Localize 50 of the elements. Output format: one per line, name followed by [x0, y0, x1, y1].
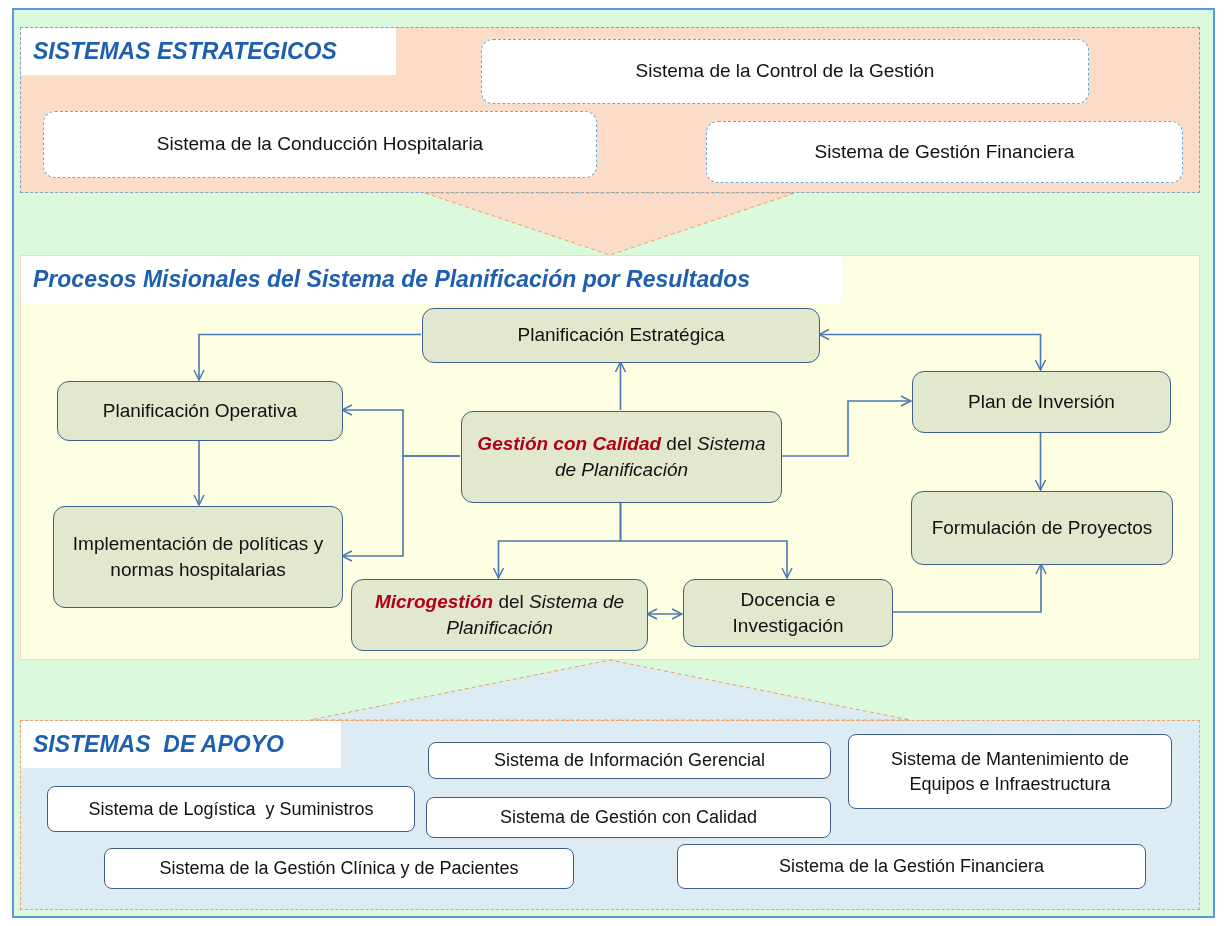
system-box: [426, 797, 831, 838]
arrow: [341, 455, 461, 562]
box-label: Sistema de Mantenimiento de Equipos e Infraestructura: [889, 747, 1131, 796]
process-box: [422, 308, 820, 363]
box-label: Microgestión del Sistema de Planificación: [373, 589, 626, 640]
arrow: [780, 395, 912, 457]
section-heading: Procesos Misionales del Sistema de Planificación por Resultados: [21, 256, 841, 303]
arrow: [1034, 431, 1047, 491]
system-box: [43, 111, 597, 178]
process-box: [351, 579, 648, 651]
system-box: [848, 734, 1172, 809]
box-label: Gestión con Calidad del Sistema de Planificación: [476, 431, 767, 482]
box-label: Docencia e Investigación: [731, 587, 845, 638]
process-box: [57, 381, 343, 441]
box-label: Sistema de la Conducción Hospitalaria: [156, 132, 484, 157]
box-label: Sistema de Gestión Financiera: [814, 139, 1075, 164]
box-label: Sistema de Información Gerencial: [493, 749, 766, 773]
process-box: [912, 371, 1171, 433]
section-band: [20, 255, 1200, 660]
system-box: [706, 121, 1183, 183]
system-box: [677, 844, 1146, 889]
process-box: [911, 491, 1173, 565]
process-box: [461, 411, 782, 503]
box-label: Implementación de políticas y normas hospitalarias: [71, 531, 325, 582]
section-heading: SISTEMAS ESTRATEGICOS: [21, 28, 396, 75]
arrow: [193, 333, 422, 381]
box-label: Sistema de la Control de la Gestión: [635, 59, 935, 84]
box-label: Sistema de la Gestión Clínica y de Pacientes: [159, 857, 519, 881]
section-heading: SISTEMAS DE APOYO: [21, 721, 341, 768]
system-box: [481, 39, 1089, 104]
system-box: [47, 786, 415, 832]
box-label: Sistema de Gestión con Calidad: [499, 806, 758, 830]
arrow: [646, 608, 683, 620]
block-arrow: [424, 192, 796, 256]
box-label: Sistema de la Gestión Financiera: [778, 855, 1045, 879]
arrow: [891, 563, 1047, 613]
system-box: [428, 742, 831, 779]
arrow: [193, 439, 205, 506]
box-label: Planificación Estratégica: [517, 323, 725, 348]
process-box: [53, 506, 343, 608]
arrow: [818, 328, 1047, 371]
box-label: Sistema de Logística y Suministros: [88, 797, 374, 821]
arrow: [619, 501, 793, 579]
block-arrow: [309, 659, 911, 721]
box-label: Formulación de Proyectos: [931, 515, 1153, 540]
box-label: Planificación Operativa: [102, 398, 298, 423]
box-label: Plan de Inversión: [968, 389, 1115, 414]
process-box: [683, 579, 893, 647]
system-box: [104, 848, 574, 889]
arrow: [614, 361, 627, 411]
